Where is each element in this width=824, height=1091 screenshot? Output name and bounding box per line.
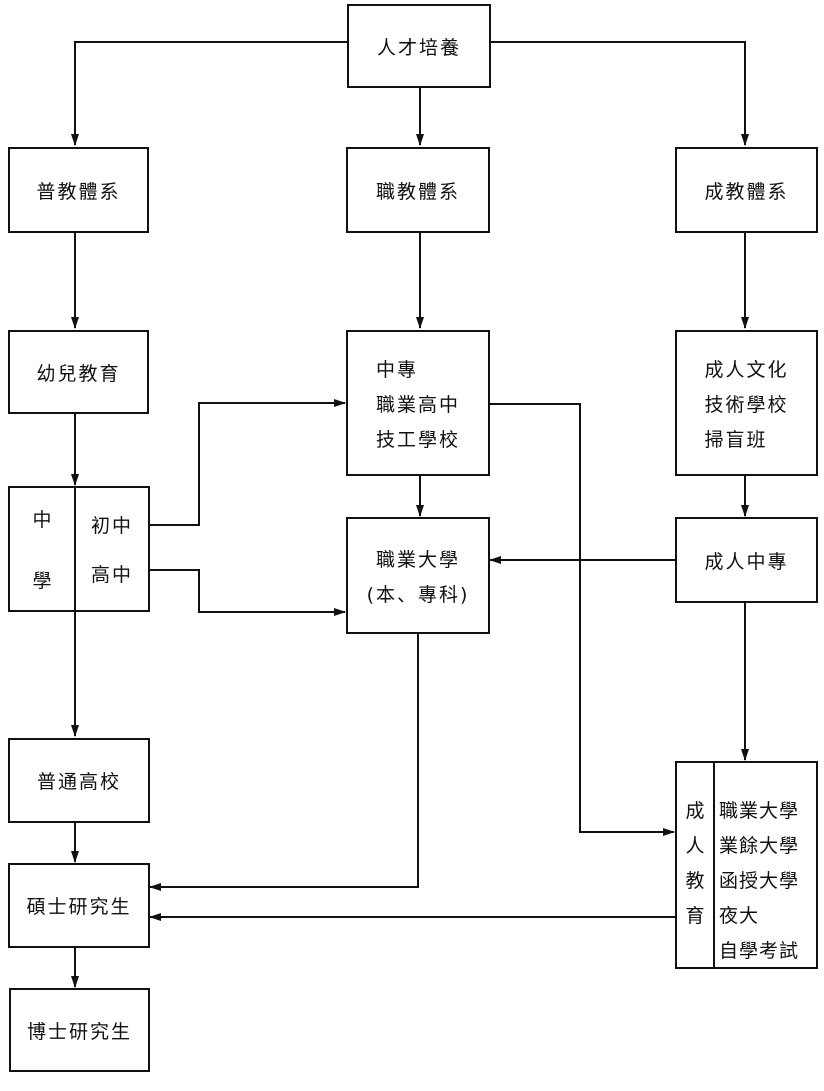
node-masters: 碩士研究生: [8, 863, 150, 948]
middle-school-side-label: 中 學: [10, 488, 76, 610]
node-vocational-university: 職業大學 (本、專科): [346, 517, 490, 634]
node-middle-school: 中 學 初中 高中: [8, 486, 150, 612]
adult-education-item: 函授大學: [719, 870, 800, 892]
adult-education-side-char: 育: [685, 905, 705, 927]
node-doctorate-label: 博士研究生: [26, 1020, 132, 1043]
node-preschool-label: 幼兒教育: [36, 362, 121, 385]
vocational-university-lines: 職業大學 (本、專科): [367, 545, 470, 607]
node-adult-system-label: 成教體系: [704, 180, 789, 203]
middle-school-items: 初中 高中: [76, 488, 148, 610]
node-vocational-system: 職教體系: [346, 147, 490, 233]
node-adult-education: 成 人 教 育 職業大學 業餘大學 函授大學 夜大 自學考試: [675, 761, 818, 969]
node-masters-label: 碩士研究生: [26, 896, 132, 918]
arrow-vocational-secondary-to-adult-education: [489, 403, 675, 836]
node-general-system: 普教體系: [8, 147, 149, 233]
arrow-senior-to-vocational-university: [149, 569, 346, 616]
arrow-vocational-university-to-masters: [149, 633, 419, 891]
middle-school-side-char: 中: [32, 509, 52, 531]
node-adult-secondary: 成人中專: [675, 517, 818, 603]
arrow-junior-to-vocational-secondary: [149, 399, 346, 526]
vocational-university-line: (本、專科): [366, 583, 470, 606]
node-vocational-system-label: 職教體系: [375, 180, 460, 203]
node-general-university-label: 普通高校: [36, 771, 121, 793]
arrow-root-to-adult: [490, 41, 749, 146]
adult-basic-line: 技術學校: [704, 393, 789, 416]
node-root-label: 人才培養: [376, 36, 461, 59]
vocational-secondary-lines: 中專 職業高中 技工學校: [376, 355, 460, 452]
arrow-root-to-general: [71, 41, 348, 146]
node-general-university: 普通高校: [8, 738, 150, 823]
adult-education-side-char: 人: [685, 835, 705, 857]
adult-education-side-char: 教: [685, 870, 705, 892]
adult-education-items: 職業大學 業餘大學 函授大學 夜大 自學考試: [715, 763, 816, 967]
node-root: 人才培養: [347, 4, 491, 88]
adult-basic-line: 成人文化: [704, 358, 789, 381]
node-preschool: 幼兒教育: [8, 330, 149, 414]
vocational-secondary-line: 職業高中: [375, 393, 460, 416]
adult-education-item: 自學考試: [719, 940, 800, 962]
middle-school-side-char: 學: [32, 570, 52, 592]
vocational-secondary-line: 中專: [375, 358, 418, 381]
adult-education-item: 職業大學: [719, 800, 800, 822]
adult-basic-lines: 成人文化 技術學校 掃盲班: [704, 355, 788, 452]
vocational-secondary-line: 技工學校: [375, 428, 460, 451]
node-doctorate: 博士研究生: [9, 988, 150, 1072]
adult-basic-line: 掃盲班: [704, 428, 768, 451]
node-adult-secondary-label: 成人中專: [704, 550, 789, 573]
middle-school-item-senior: 高中: [90, 564, 133, 586]
adult-education-side-label: 成 人 教 育: [677, 763, 715, 967]
vocational-university-line: 職業大學: [375, 548, 460, 571]
node-adult-basic: 成人文化 技術學校 掃盲班: [675, 330, 818, 476]
middle-school-item-junior: 初中: [90, 515, 133, 537]
adult-education-item: 夜大: [719, 905, 760, 927]
node-vocational-secondary: 中專 職業高中 技工學校: [346, 330, 490, 476]
node-adult-system: 成教體系: [675, 147, 818, 233]
node-general-system-label: 普教體系: [36, 180, 121, 203]
adult-education-item: 業餘大學: [719, 835, 800, 857]
adult-education-side-char: 成: [685, 800, 705, 822]
